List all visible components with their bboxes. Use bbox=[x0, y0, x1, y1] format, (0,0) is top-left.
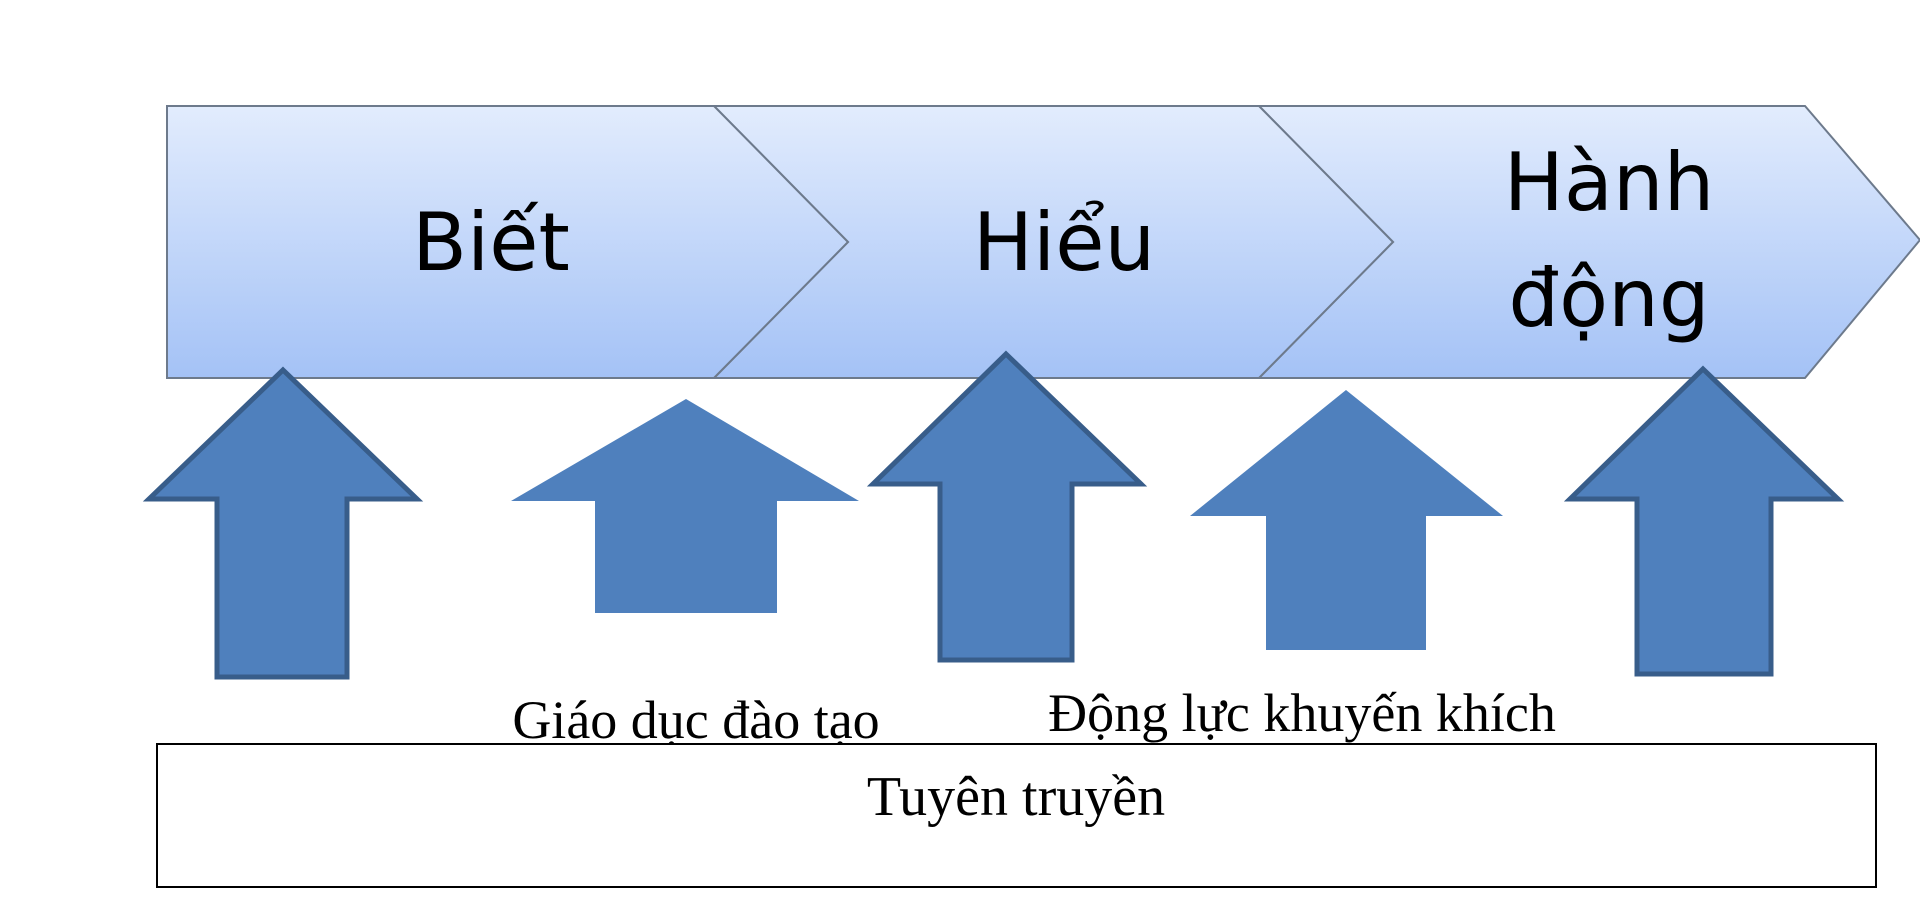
up-arrow-2-icon bbox=[511, 399, 859, 613]
stage-chevrons bbox=[166, 105, 1920, 379]
chevron-biet bbox=[166, 105, 850, 379]
stage-label-hieu: Hiểu bbox=[973, 196, 1155, 289]
up-arrow-5-icon bbox=[1563, 365, 1845, 677]
stage-label-biet: Biết bbox=[412, 196, 570, 289]
support-label-dong-luc: Động lực khuyến khích bbox=[1048, 683, 1556, 743]
up-arrow-4-icon bbox=[1190, 390, 1503, 650]
up-arrow-1-icon bbox=[142, 366, 424, 680]
up-arrows bbox=[142, 350, 1845, 680]
base-label: Tuyên truyền bbox=[867, 766, 1165, 828]
support-label-giao-duc: Giáo dục đào tạo bbox=[512, 690, 879, 750]
base-box bbox=[156, 743, 1877, 888]
stage-label-hanh-dong-line1: Hành bbox=[1504, 136, 1715, 229]
up-arrow-3-icon bbox=[866, 350, 1148, 663]
stage-label-hanh-dong-line2: động bbox=[1508, 252, 1709, 345]
